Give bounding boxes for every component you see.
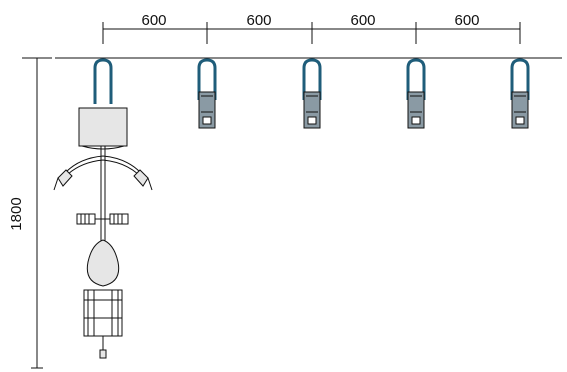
depth-dimension-label: 1800 bbox=[8, 197, 25, 230]
dimension-label-4: 600 bbox=[454, 12, 479, 29]
dimension-label-3: 600 bbox=[350, 12, 375, 29]
bike-racks bbox=[197, 58, 530, 129]
bike-rack-icon bbox=[510, 58, 530, 129]
bicycle-top-view-icon bbox=[53, 58, 153, 359]
vertical-dimension bbox=[22, 57, 52, 369]
horizontal-dimension-chain bbox=[102, 22, 521, 44]
dimension-label-1: 600 bbox=[141, 12, 166, 29]
bike-rack-icon bbox=[197, 58, 217, 129]
bike-rack-icon bbox=[302, 58, 322, 129]
bike-rack-icon bbox=[406, 58, 426, 129]
dimension-label-2: 600 bbox=[246, 12, 271, 29]
